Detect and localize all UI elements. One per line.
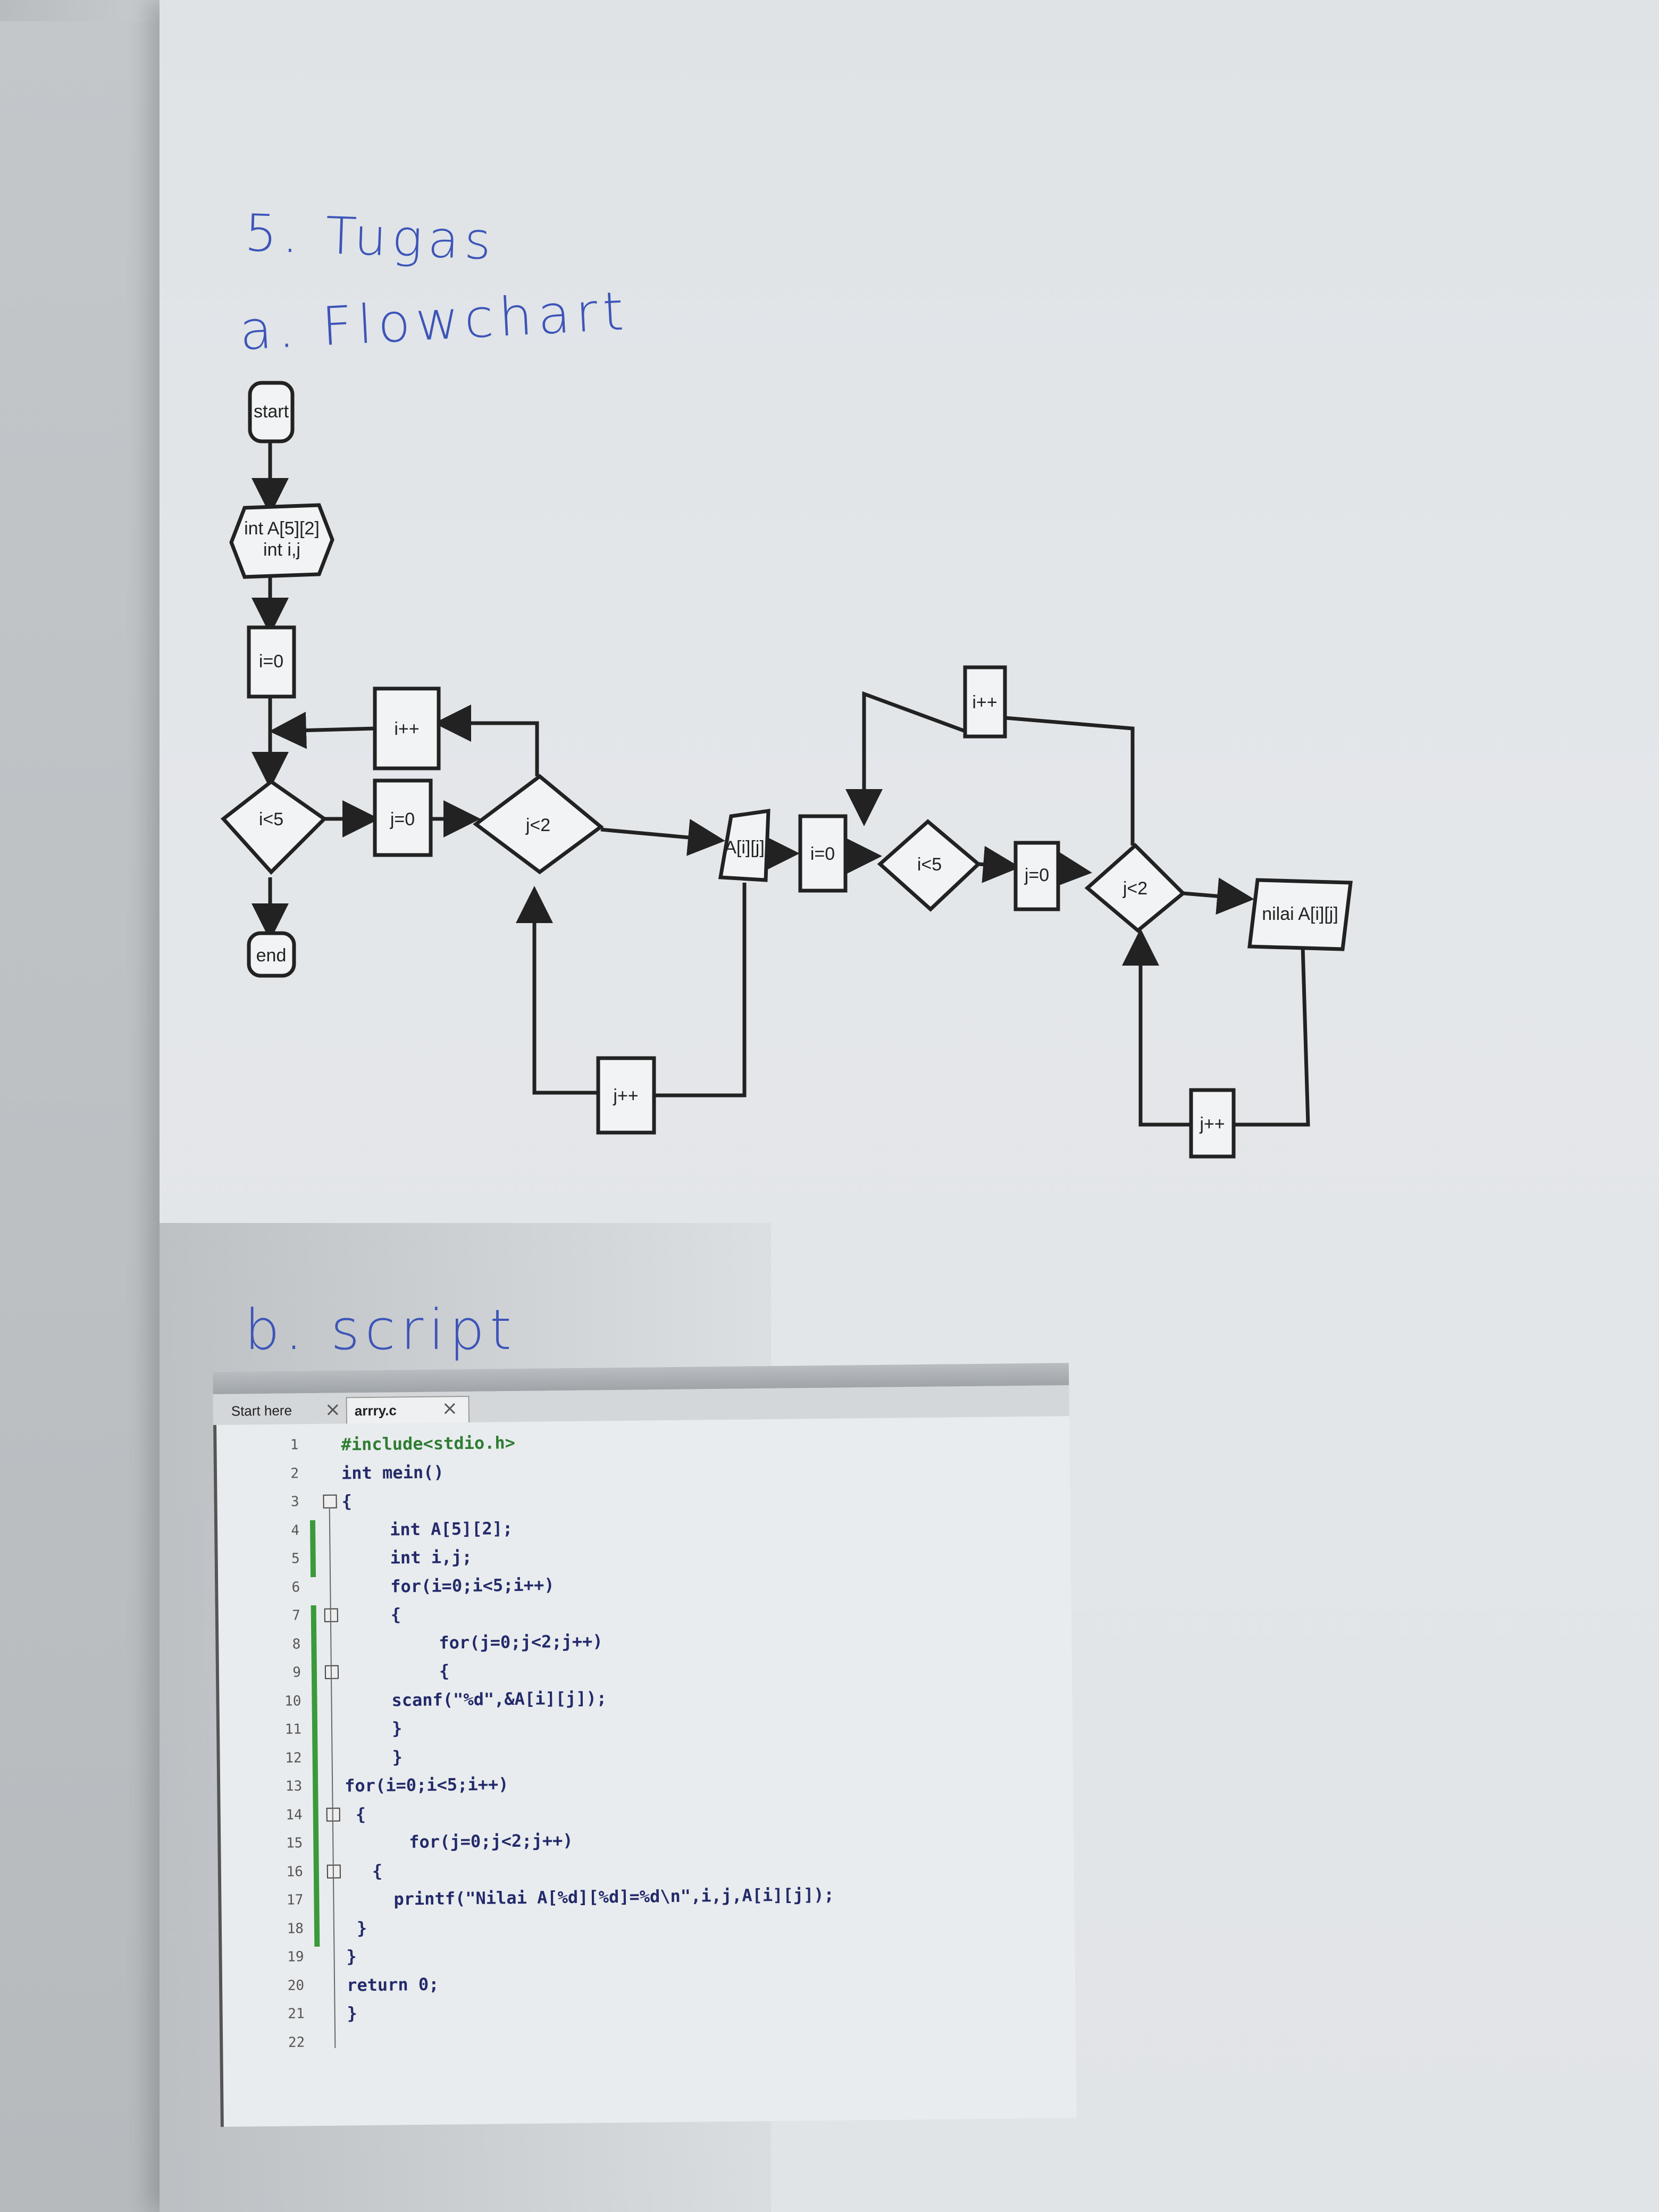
- line-number: 1: [290, 1437, 299, 1453]
- line-number: 5: [291, 1551, 300, 1567]
- label-inc-j-right: j++: [1199, 1114, 1225, 1134]
- tab-start-here[interactable]: Start here: [231, 1402, 292, 1419]
- code-line: printf("Nilai A[%d][%d]=%d\n",i,j,A[i][j…: [393, 1884, 834, 1909]
- line-number: 20: [287, 1977, 305, 1994]
- code-line: scanf("%d",&A[i][j]);: [391, 1687, 607, 1711]
- process-inc-j-right: [1189, 1088, 1236, 1159]
- process-inc-j-left: [596, 1056, 656, 1135]
- code-line: {: [439, 1661, 450, 1681]
- code-editor-screenshot: Start here × arrry.c × 1#include<stdio.h…: [213, 1363, 1077, 2127]
- process-init-j-right: [1013, 841, 1060, 911]
- code-line: {: [390, 1604, 401, 1625]
- code-line: int A[5][2];: [389, 1518, 513, 1540]
- line-number: 3: [290, 1494, 299, 1510]
- label-cond-j-left: j<2: [525, 815, 550, 835]
- code-line: for(i=0;i<5;i++): [344, 1774, 509, 1796]
- terminator-start: [248, 381, 295, 443]
- fold-guide-line: [329, 1507, 336, 2048]
- code-line: {: [341, 1491, 353, 1512]
- label-inc-i-left: i++: [394, 719, 419, 739]
- line-number: 12: [285, 1749, 302, 1766]
- decision-j-right: [1084, 843, 1186, 933]
- label-cond-j-right: j<2: [1122, 878, 1147, 899]
- code-line: return 0;: [346, 1974, 439, 1995]
- label-init-i-right: i=0: [810, 844, 835, 864]
- label-init-i-left: i=0: [259, 651, 283, 672]
- code-area[interactable]: 1 #include<stdio.h> 2 int mein() 3 {4 int A[5]…: [213, 1421, 1077, 2122]
- label-cond-i-left: i<5: [259, 809, 283, 830]
- code-line: for(i=0;i<5;i++): [390, 1574, 555, 1597]
- code-line: }: [391, 1718, 403, 1739]
- label-start: start: [254, 401, 289, 422]
- change-marker: [311, 1605, 318, 1777]
- code-line: }: [356, 1917, 367, 1938]
- line-number: 14: [286, 1806, 303, 1823]
- process-init-j-left: [373, 778, 433, 857]
- code-line: for(j=0;j<2;j++): [409, 1830, 573, 1853]
- decision-i-right: [877, 819, 982, 912]
- change-marker: [309, 1520, 316, 1577]
- line-number: 10: [284, 1692, 301, 1710]
- line-number: 22: [288, 2034, 305, 2051]
- decision-i-left: [220, 779, 328, 875]
- line-number: 21: [288, 2006, 305, 2022]
- line-number: 19: [287, 1949, 304, 1965]
- line-number: 11: [284, 1721, 302, 1738]
- line-number: 15: [286, 1835, 303, 1851]
- code-line: }: [346, 1946, 357, 1967]
- label-inc-j-left: j++: [613, 1086, 638, 1106]
- label-inc-i-right: i++: [972, 692, 997, 713]
- label-output: nilai A[i][j]: [1262, 904, 1338, 924]
- line-number: 2: [290, 1465, 299, 1481]
- code-line: }: [347, 2003, 358, 2024]
- preparation-declare: [229, 503, 334, 579]
- line-number: 8: [292, 1636, 301, 1652]
- line-number: 4: [291, 1522, 300, 1538]
- close-icon[interactable]: ×: [441, 1397, 458, 1420]
- label-init-j-left: j=0: [390, 809, 415, 830]
- label-declare-1: int A[5][2]: [244, 518, 320, 539]
- label-declare-2: int i,j: [263, 540, 300, 560]
- line-number: 13: [285, 1778, 303, 1795]
- process-inc-i-left: [373, 686, 441, 770]
- label-input: A[i][j]: [724, 837, 765, 858]
- terminator-end: [247, 931, 296, 978]
- code-line: int i,j;: [390, 1546, 472, 1568]
- fold-toggle-icon[interactable]: [323, 1494, 337, 1509]
- line-number: 9: [292, 1664, 301, 1681]
- label-init-j-right: j=0: [1024, 865, 1049, 885]
- line-number: 18: [287, 1920, 304, 1937]
- process-inc-i-right: [963, 665, 1007, 739]
- code-line: {: [355, 1804, 366, 1824]
- decision-j-left: [473, 774, 604, 875]
- change-marker: [312, 1775, 320, 1947]
- flowchart: start int A[5][2] int i,j i=0 i<5 j=0 j<…: [220, 381, 1353, 1159]
- line-number: 16: [286, 1863, 304, 1880]
- code-line: int mein(): [341, 1461, 444, 1483]
- line-number: 7: [291, 1607, 300, 1624]
- close-icon[interactable]: ×: [324, 1398, 341, 1421]
- process-init-i-left: [247, 625, 296, 699]
- label-end: end: [256, 945, 287, 966]
- input-box: [718, 808, 770, 882]
- flowchart-connectors: [252, 441, 1310, 1127]
- line-number: 6: [291, 1579, 300, 1595]
- code-line: {: [372, 1861, 383, 1881]
- code-line: #include<stdio.h>: [341, 1432, 516, 1455]
- code-line: }: [392, 1746, 403, 1767]
- code-line: for(j=0;j<2;j++): [439, 1630, 603, 1653]
- line-number: 17: [286, 1892, 304, 1908]
- heading-script: b. script: [245, 1297, 517, 1362]
- output-box: [1247, 878, 1353, 951]
- label-cond-i-right: i<5: [917, 854, 942, 875]
- process-init-i-right: [798, 814, 848, 893]
